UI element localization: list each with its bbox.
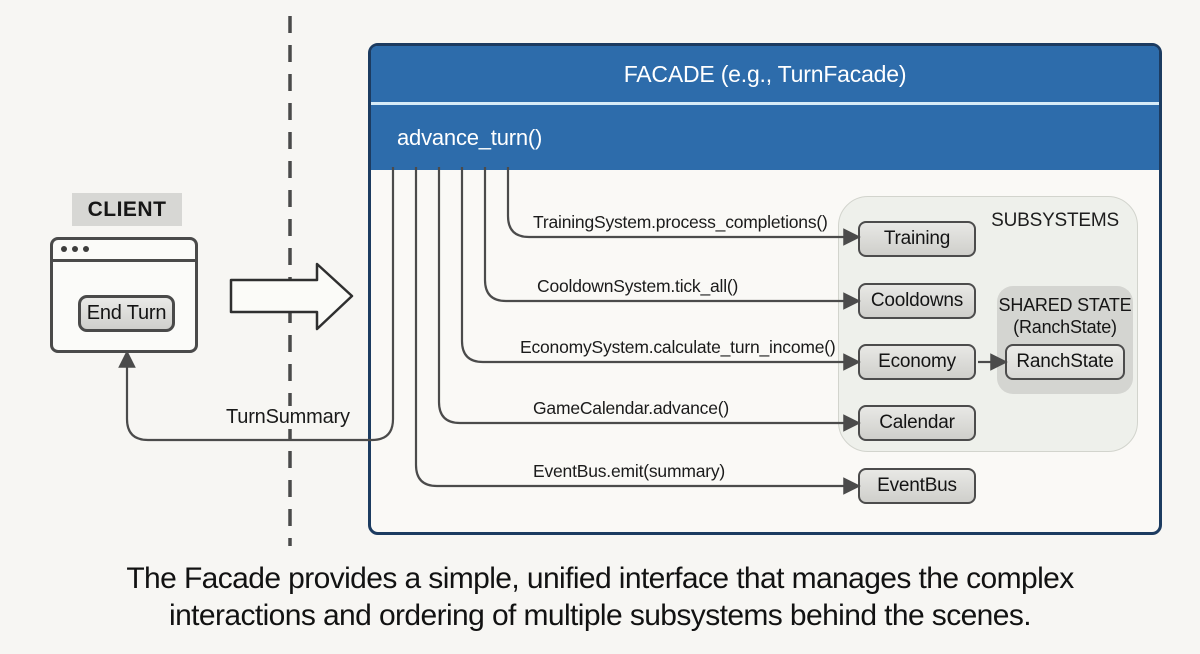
facade-title: FACADE (e.g., TurnFacade) <box>623 60 907 87</box>
shared-state-title: SHARED STATE <box>998 295 1132 315</box>
facade-header: FACADE (e.g., TurnFacade) advance_turn() <box>371 46 1159 170</box>
call-label-calendar: GameCalendar.advance() <box>533 398 729 418</box>
end-turn-button: End Turn <box>78 295 175 332</box>
caption-line-2: interactions and ordering of multiple su… <box>169 598 1032 632</box>
subsystem-box-eventbus: EventBus <box>858 468 976 504</box>
facade-method-label: advance_turn() <box>397 124 543 150</box>
subsystem-box-economy: Economy <box>858 344 976 380</box>
ranch-state-box: RanchState <box>1005 344 1125 380</box>
subsystem-box-calendar: Calendar <box>858 405 976 441</box>
call-label-training: TrainingSystem.process_completions() <box>533 212 828 232</box>
turn-summary-label: TurnSummary <box>222 406 354 429</box>
caption-line-1: The Facade provides a simple, unified in… <box>126 562 1074 595</box>
facade-header-divider <box>371 102 1159 105</box>
subsystems-title: SUBSYSTEMS <box>991 210 1119 231</box>
shared-state-panel: SHARED STATE (RanchState) RanchState <box>997 286 1133 394</box>
call-label-cooldowns: CooldownSystem.tick_all() <box>537 276 739 296</box>
window-dot-icon <box>83 246 89 252</box>
subsystem-box-cooldowns: Cooldowns <box>858 283 976 319</box>
window-dot-icon <box>61 246 67 252</box>
subsystem-box-training: Training <box>858 221 976 257</box>
window-dot-icon <box>72 246 78 252</box>
client-label: CLIENT <box>72 193 182 226</box>
shared-state-subtitle: (RanchState) <box>1013 317 1117 337</box>
call-label-eventbus: EventBus.emit(summary) <box>533 461 726 481</box>
client-to-facade-arrow-icon <box>229 262 354 331</box>
call-label-economy: EconomySystem.calculate_turn_income() <box>520 337 836 357</box>
client-window: End Turn <box>50 237 198 353</box>
client-window-titlebar <box>53 240 195 262</box>
caption: The Facade provides a simple, unified in… <box>0 561 1200 635</box>
